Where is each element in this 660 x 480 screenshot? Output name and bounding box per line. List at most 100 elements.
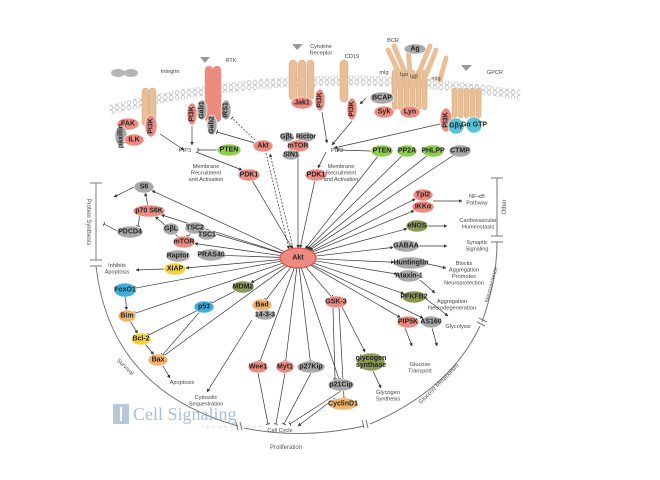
- edge: [309, 155, 454, 251]
- node-pi3k_int[interactable]: PI3K: [144, 114, 158, 138]
- node-akt_top[interactable]: Akt: [252, 139, 274, 153]
- node-pi3k_cd19[interactable]: PI3K: [346, 97, 358, 121]
- node-label: PIP5K: [398, 319, 418, 326]
- node-p21cip[interactable]: p21Cip: [327, 378, 355, 392]
- gpcr-helix: [457, 87, 464, 119]
- node-p27kip[interactable]: p27Kip: [296, 360, 326, 374]
- category-protein-synthesis-line: Protein Synthesis: [85, 199, 91, 246]
- node-pp2a[interactable]: PP2A: [396, 144, 418, 158]
- node-label: Bim: [120, 313, 133, 320]
- node-pip5k[interactable]: PIP5K: [396, 315, 420, 329]
- label-integrin: Integrin: [161, 69, 180, 75]
- arc-proliferation: [243, 425, 365, 434]
- node-s6[interactable]: S6: [133, 180, 155, 194]
- node-xiap[interactable]: XIAP: [163, 262, 187, 276]
- node-huntingtin[interactable]: Huntingtin: [394, 256, 429, 270]
- edge: [312, 210, 415, 253]
- node-pdcd4[interactable]: PDCD4: [116, 225, 144, 239]
- node-label: TSC1: [198, 232, 216, 239]
- node-p53[interactable]: p53: [193, 300, 215, 314]
- edge: [134, 260, 281, 291]
- node-gbl_top[interactable]: GβL: [279, 131, 295, 143]
- node-pi3k_cyt[interactable]: PI3K: [314, 88, 326, 112]
- node-pras40[interactable]: PRAS40: [197, 248, 225, 262]
- node-pdk1_l[interactable]: PDK1: [237, 168, 261, 182]
- node-p70s6k[interactable]: p70 S6K: [132, 204, 166, 218]
- node-ilk[interactable]: ILK: [123, 133, 145, 147]
- node-label: 14-3-3: [255, 312, 275, 319]
- node-gsk3[interactable]: GSK-3: [324, 295, 348, 309]
- label-pip3: PIP3: [331, 148, 343, 154]
- integrin-ligand: [111, 69, 125, 77]
- node-label: TSC2: [186, 225, 204, 232]
- node-label: SIN1: [283, 152, 299, 159]
- node-sin1[interactable]: SIN1: [281, 149, 301, 161]
- arc-divider: [361, 419, 365, 429]
- node-as160[interactable]: AS160: [420, 315, 442, 329]
- category-other: Other: [502, 199, 508, 214]
- node-bcl2[interactable]: Bcl-2: [130, 332, 152, 346]
- label-cd19-line: CD19: [345, 54, 359, 60]
- node-gabaa[interactable]: GABAA: [392, 239, 420, 253]
- node-mtor[interactable]: mTOR: [172, 235, 196, 249]
- node-tsc2[interactable]: TSC2: [184, 221, 206, 235]
- node-syk[interactable]: Syk: [373, 105, 395, 119]
- node-gbg[interactable]: Gβγ: [447, 117, 465, 135]
- node-ctmp[interactable]: CTMP: [448, 144, 472, 158]
- edge: [151, 190, 285, 252]
- node-pfkfb2[interactable]: PFKFB2: [400, 290, 428, 304]
- node-raptor[interactable]: Raptor: [165, 249, 191, 263]
- node-bax[interactable]: Bax: [147, 353, 169, 367]
- node-phlpp[interactable]: PHLPP: [421, 144, 445, 158]
- node-irs1[interactable]: IRS1: [220, 99, 232, 121]
- edge: [299, 180, 316, 249]
- node-wee1[interactable]: Wee1: [247, 360, 269, 374]
- label-cardiovascular-line: Cardiovascular: [459, 218, 496, 224]
- node-tsc1[interactable]: TSC1: [197, 229, 217, 241]
- node-bim[interactable]: Bim: [117, 309, 137, 323]
- rtk-receptor: [212, 65, 222, 123]
- node-bad[interactable]: Bad: [251, 298, 273, 312]
- node-gab1[interactable]: Gab1: [196, 99, 208, 121]
- label-membrane-recruitment-line: Recruitment: [326, 171, 357, 177]
- node-gagtp[interactable]: Gα GTP: [461, 116, 487, 134]
- gpcr-helix: [463, 87, 470, 119]
- node-ataxin1[interactable]: Ataxin-1: [395, 269, 423, 283]
- node-label: Gβγ: [449, 123, 463, 130]
- node-jak1[interactable]: Jak1: [290, 96, 314, 110]
- label-bcr: BCR: [387, 38, 399, 44]
- node-label: mTOR: [174, 239, 195, 246]
- node-label: Jak1: [294, 100, 310, 107]
- node-gbl[interactable]: GβL: [162, 222, 180, 236]
- node-akt[interactable]: Akt: [279, 247, 317, 269]
- gpcr-helix: [475, 87, 482, 119]
- node-tpl2[interactable]: Tpl2: [412, 188, 434, 202]
- node-ikka[interactable]: IKKα: [411, 200, 435, 214]
- arc-survival: [95, 265, 239, 427]
- node-ag[interactable]: Ag: [403, 43, 427, 55]
- node-myt1[interactable]: Myt1: [275, 360, 295, 374]
- node-gab2[interactable]: Gab2: [206, 114, 218, 136]
- node-bcap[interactable]: BCAP: [369, 91, 395, 105]
- node-mdm2[interactable]: MDM2: [231, 280, 255, 294]
- node-cyclind1[interactable]: CyclinD1: [327, 397, 359, 411]
- node-pten2[interactable]: PTEN: [370, 144, 394, 158]
- label-gpcr-line: GPCR: [487, 70, 503, 76]
- node-pi3k_rtk[interactable]: PI3K: [186, 102, 198, 126]
- node-foxo1[interactable]: FoxO1: [113, 282, 137, 298]
- node-label: Akt: [257, 143, 269, 150]
- node-pten1[interactable]: PTEN: [216, 143, 242, 157]
- label-synaptic-line: Signaling: [465, 247, 488, 253]
- node-pdk1_r[interactable]: PDK1: [304, 168, 328, 182]
- node-1433[interactable]: 14-3-3: [254, 309, 276, 321]
- edge: [194, 242, 281, 256]
- label-glycolysis-line: Glycolysis: [445, 324, 470, 330]
- node-label: AS160: [420, 319, 442, 326]
- label-apoptosis-line: Apoptosis: [170, 380, 195, 386]
- node-enos[interactable]: eNOS: [405, 219, 429, 233]
- node-lyn[interactable]: Lyn: [399, 105, 421, 119]
- edge: [210, 290, 236, 306]
- label-pip3: PIP3: [179, 148, 191, 154]
